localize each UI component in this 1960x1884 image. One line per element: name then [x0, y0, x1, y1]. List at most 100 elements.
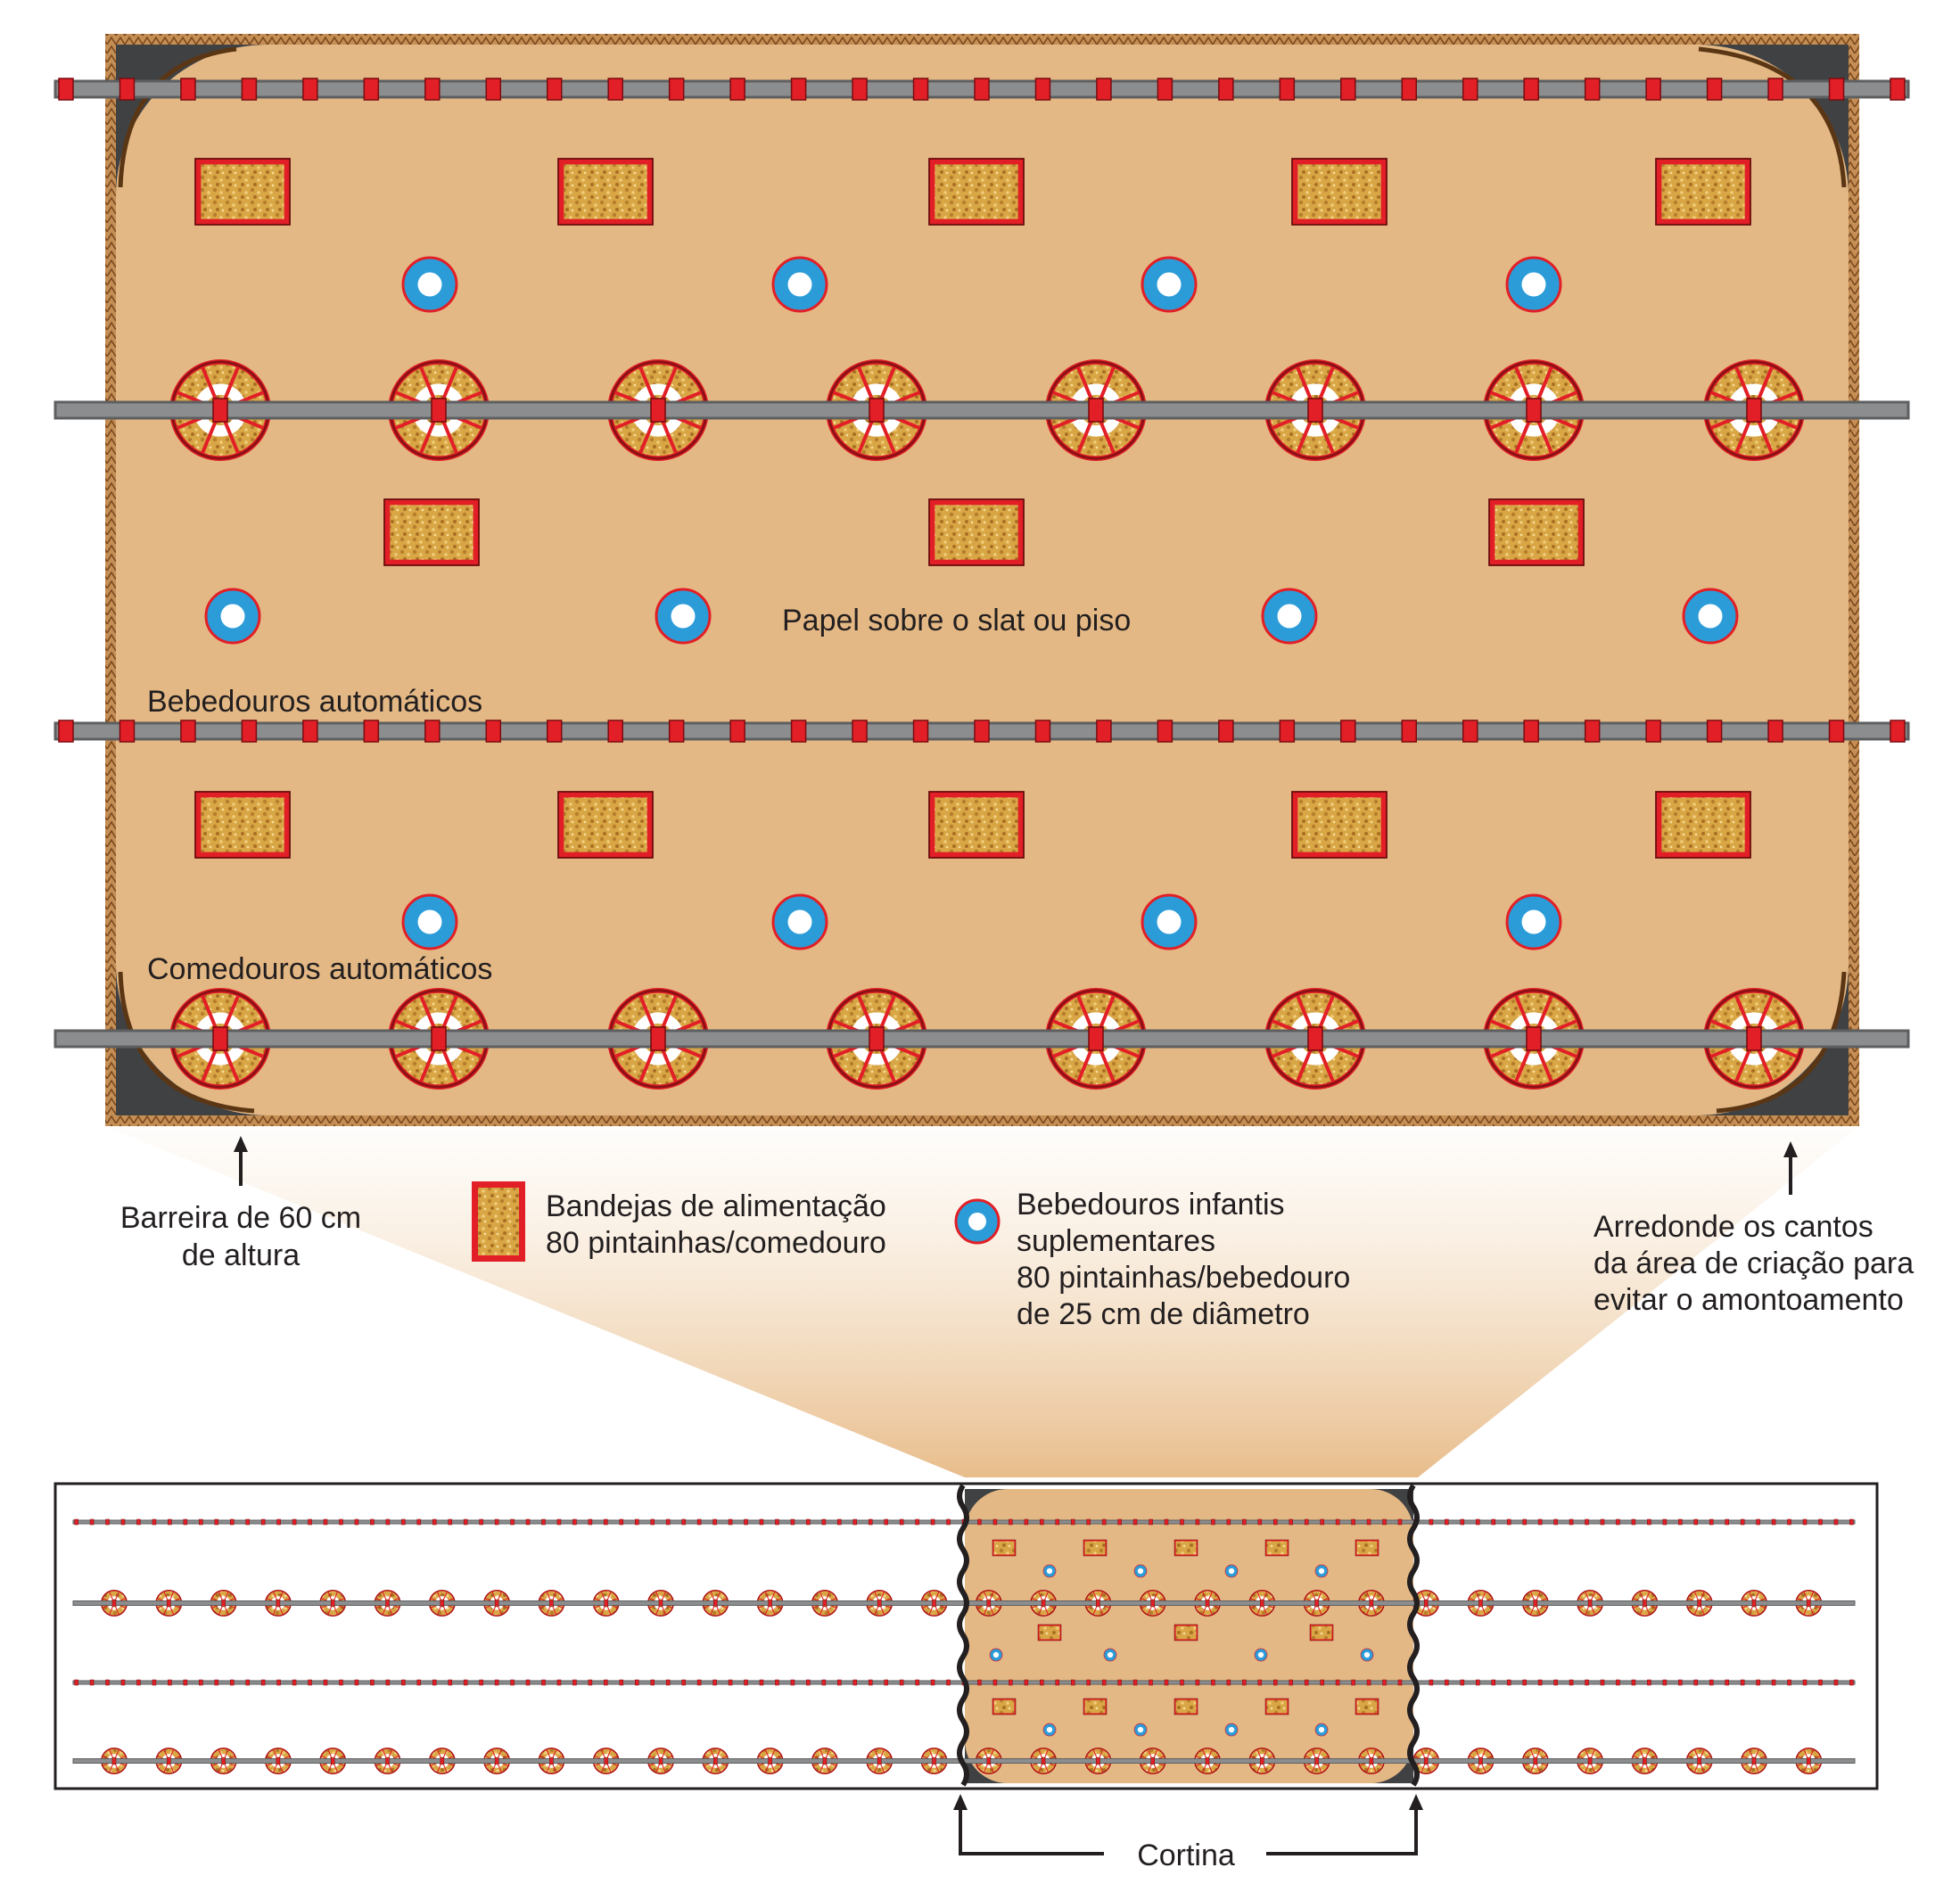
- drinker-nipple: [790, 78, 807, 101]
- drinker-nipple: [1279, 78, 1296, 101]
- drinker-nipple: [260, 1679, 266, 1686]
- corners-label-1: Arredonde os cantos: [1594, 1210, 1874, 1244]
- drinker-nipple: [1024, 1518, 1029, 1526]
- drinker-nipple: [1218, 720, 1234, 743]
- feeder-hub: [1807, 1600, 1811, 1607]
- drinker-nipple: [1055, 1679, 1060, 1686]
- feeder-hub: [221, 1757, 226, 1765]
- drinker-nipple: [1828, 78, 1845, 101]
- drinker-nipple: [852, 78, 868, 101]
- paper-floor: [116, 45, 1849, 1115]
- drinker-nipple: [302, 720, 318, 743]
- drinker-nipple: [1802, 1518, 1808, 1526]
- drinker-nipple: [1117, 1518, 1122, 1526]
- feeder-hub: [869, 1026, 885, 1051]
- drinker-nipple: [363, 78, 380, 101]
- drinker-nipple: [790, 720, 807, 743]
- drinker-nipple: [74, 1518, 78, 1526]
- drinker-nipple: [245, 1679, 250, 1686]
- drinker-nipple: [1631, 1679, 1636, 1686]
- drinker-nipple: [105, 1518, 110, 1526]
- drinker-nipple: [1180, 1518, 1184, 1526]
- feeder-hub: [1307, 1026, 1323, 1051]
- drinker-nipple: [183, 1518, 188, 1526]
- feeder-hub: [932, 1757, 936, 1765]
- drinker-nipple: [1553, 1679, 1558, 1686]
- drinker-nipple: [1756, 1679, 1760, 1686]
- drinker-nipple: [1647, 1518, 1651, 1526]
- drinker-nipple: [1211, 1518, 1215, 1526]
- drinker-nipple: [401, 1518, 406, 1526]
- drinker-nipple: [1709, 1679, 1714, 1686]
- feeder-hub: [932, 1600, 936, 1607]
- feeder-hub: [549, 1757, 554, 1765]
- drinker-nipple: [183, 1679, 188, 1686]
- drinker-nipple: [1040, 1518, 1044, 1526]
- infant-drinker: [204, 588, 261, 645]
- feeder-hub: [1314, 1600, 1319, 1607]
- infant-drinkers-label-1: Bebedouros infantis: [1017, 1188, 1285, 1222]
- drinker-nipple: [868, 1518, 873, 1526]
- feeder-line: [54, 1029, 1910, 1049]
- feeder-hub: [221, 1600, 226, 1607]
- feeder-hub: [167, 1757, 171, 1765]
- drinker-nipple: [759, 1679, 764, 1686]
- feeder-hub: [330, 1757, 335, 1765]
- feed-tray: [557, 791, 654, 859]
- drinker-nipple: [556, 1518, 562, 1526]
- drinker-nipple: [1304, 1518, 1309, 1526]
- drinker-nipple: [385, 1518, 391, 1526]
- drinker-nipple: [946, 1679, 951, 1686]
- drinker-nipple: [852, 1679, 858, 1686]
- infant-drinker: [1224, 1723, 1239, 1737]
- drinker-nipple: [1523, 720, 1539, 743]
- feeder-hub: [1088, 398, 1104, 423]
- drinker-nipple: [1828, 720, 1845, 743]
- drinker-nipple: [1257, 1679, 1263, 1686]
- drinker-nipple: [1320, 1518, 1324, 1526]
- drinker-nipple: [463, 1518, 468, 1526]
- drinker-nipple: [432, 1518, 437, 1526]
- feeder-hub: [385, 1600, 390, 1607]
- drinker-nipple: [1101, 1518, 1107, 1526]
- drinker-nipple: [1890, 78, 1906, 101]
- drinker-nipple: [485, 720, 502, 743]
- drinker-nipple: [541, 1679, 546, 1686]
- drinker-nipple: [607, 720, 623, 743]
- drinker-nipple: [1462, 720, 1478, 743]
- feeder-hub: [1205, 1757, 1210, 1765]
- drinker-nipple: [1890, 720, 1906, 743]
- feed-tray: [1037, 1624, 1062, 1641]
- drinker-nipple: [136, 1518, 141, 1526]
- infant-drinker: [1103, 1648, 1117, 1662]
- drinker-nipple: [119, 720, 136, 743]
- curtain-bracket: [959, 1808, 1418, 1855]
- drinker-nipple: [821, 1518, 827, 1526]
- feeder-hub: [1746, 398, 1762, 423]
- drinker-nipple: [728, 1679, 733, 1686]
- feeder-hub: [1369, 1600, 1374, 1607]
- drinker-nipple: [668, 720, 685, 743]
- drinker-nipple: [510, 1518, 515, 1526]
- feeder-hub: [1096, 1600, 1100, 1607]
- drinker-nipple: [448, 1679, 452, 1686]
- drinker-nipple: [1818, 1679, 1823, 1686]
- drinker-nipple: [915, 1518, 919, 1526]
- feed-tray: [383, 498, 480, 566]
- drinker-nipple: [546, 78, 563, 101]
- drinker-nipple: [1833, 1518, 1839, 1526]
- drinker-nipple: [1771, 1679, 1776, 1686]
- drinker-nipple: [712, 1679, 717, 1686]
- feeder-hub: [1423, 1757, 1429, 1765]
- feeder-hub: [1314, 1757, 1319, 1765]
- feeder-hub: [658, 1757, 663, 1765]
- drinker-nipple: [1195, 1518, 1200, 1526]
- drinker-nipple: [1491, 1518, 1495, 1526]
- drinker-nipple: [1506, 1518, 1511, 1526]
- drinker-nipple: [1034, 78, 1051, 101]
- drinker-nipple: [168, 1679, 172, 1686]
- drinker-nipple: [1070, 1679, 1075, 1686]
- drinker-nipple: [915, 1679, 919, 1686]
- drinker-nipple: [1569, 1679, 1574, 1686]
- drinker-nipple: [1157, 720, 1174, 743]
